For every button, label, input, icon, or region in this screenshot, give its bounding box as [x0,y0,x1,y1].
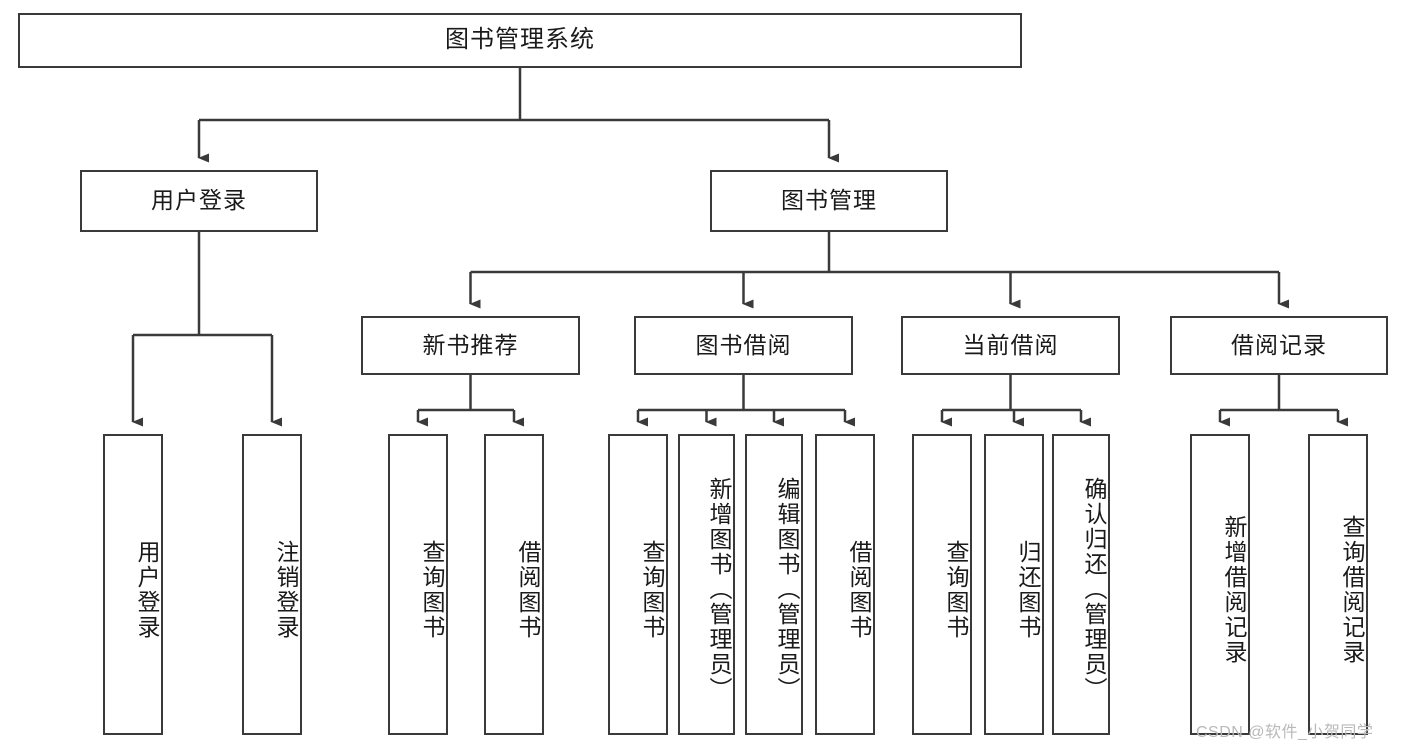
leaf-edit-book[interactable]: 编辑图书（管理员） [745,434,803,735]
leaf-borrow-book-1-label: 借阅图书 [515,539,541,640]
leaf-borrow-book-1[interactable]: 借阅图书 [484,434,544,735]
leaf-add-record[interactable]: 新增借阅记录 [1190,434,1250,735]
leaf-query-book-1-label: 查询图书 [419,539,445,640]
leaf-query-record-label: 查询借阅记录 [1339,514,1365,665]
node-borrow-record-label: 借阅记录 [1231,331,1327,358]
leaf-query-book-3[interactable]: 查询图书 [912,434,972,735]
leaf-logout[interactable]: 注销登录 [242,434,302,735]
leaf-borrow-book-2-label: 借阅图书 [846,539,872,640]
leaf-add-book-label: 新增图书（管理员） [706,477,732,702]
leaf-user-login-label: 用户登录 [134,539,160,640]
node-root[interactable]: 图书管理系统 [18,13,1022,68]
node-book-borrow-label: 图书借阅 [695,331,792,358]
leaf-query-book-3-label: 查询图书 [943,539,969,640]
node-book-borrow[interactable]: 图书借阅 [634,316,853,375]
leaf-logout-label: 注销登录 [273,539,299,640]
node-new-book-recommend-label: 新书推荐 [422,331,519,358]
leaf-borrow-book-2[interactable]: 借阅图书 [815,434,875,735]
leaf-query-record[interactable]: 查询借阅记录 [1308,434,1368,735]
csdn-watermark: CSDN @软件_小贺同学 [1196,724,1374,741]
leaf-add-book[interactable]: 新增图书（管理员） [678,434,735,735]
leaf-query-book-1[interactable]: 查询图书 [388,434,448,735]
leaf-query-book-2-label: 查询图书 [639,539,665,640]
leaf-return-book[interactable]: 归还图书 [984,434,1044,735]
node-user-login-label: 用户登录 [151,187,247,214]
node-current-borrow-label: 当前借阅 [962,331,1059,358]
leaf-user-login[interactable]: 用户登录 [103,434,163,735]
node-borrow-record[interactable]: 借阅记录 [1170,316,1388,375]
leaf-add-record-label: 新增借阅记录 [1221,514,1247,665]
leaf-query-book-2[interactable]: 查询图书 [608,434,668,735]
leaf-confirm-return[interactable]: 确认归还（管理员） [1052,434,1110,735]
node-book-manage[interactable]: 图书管理 [710,170,948,232]
leaf-return-book-label: 归还图书 [1015,539,1041,640]
leaf-edit-book-label: 编辑图书（管理员） [774,477,800,702]
node-new-book-recommend[interactable]: 新书推荐 [361,316,580,375]
node-root-label: 图书管理系统 [445,26,595,54]
node-current-borrow[interactable]: 当前借阅 [901,316,1120,375]
node-book-manage-label: 图书管理 [781,187,877,214]
leaf-confirm-return-label: 确认归还（管理员） [1081,477,1107,702]
node-user-login[interactable]: 用户登录 [80,170,318,232]
